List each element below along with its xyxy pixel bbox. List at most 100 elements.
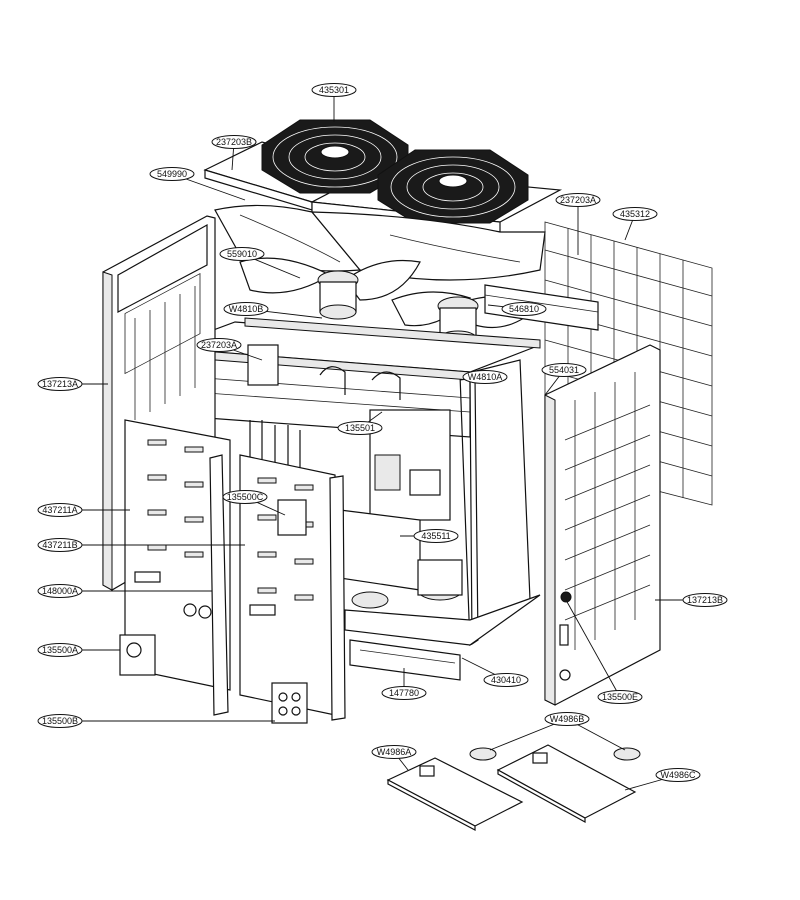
callout-oval bbox=[196, 338, 242, 352]
callout-oval bbox=[544, 712, 590, 726]
callout-label: W4986C bbox=[660, 770, 696, 780]
callout-430410: 430410 bbox=[461, 657, 529, 687]
callout-oval bbox=[462, 370, 508, 384]
callout-label: 437211A bbox=[42, 505, 77, 515]
callout-label: 148000A bbox=[42, 586, 78, 596]
callout-437211a: 437211A bbox=[37, 503, 130, 517]
callout-label: 435312 bbox=[620, 209, 650, 219]
callout-label: 137213B bbox=[687, 595, 723, 605]
callout-oval bbox=[219, 247, 265, 261]
callout-label: 135500C bbox=[227, 492, 264, 502]
callout-label: 430410 bbox=[491, 675, 521, 685]
bottom-plate-left bbox=[386, 757, 524, 831]
callout-435511: 435511 bbox=[400, 529, 459, 543]
callout-137213a: 137213A bbox=[37, 377, 108, 391]
callout-437211b: 437211B bbox=[37, 538, 245, 552]
fan-guard-right bbox=[377, 149, 529, 224]
callout-label: 437211B bbox=[42, 540, 77, 550]
callout-label: W4810A bbox=[468, 372, 503, 382]
leader-line bbox=[565, 599, 621, 698]
callout-label: 237203A bbox=[560, 195, 596, 205]
callout-oval bbox=[37, 584, 83, 598]
callout-oval bbox=[413, 529, 459, 543]
callout-label: 237203A bbox=[201, 340, 237, 350]
callout-oval bbox=[311, 83, 357, 97]
callout-546810: 546810 bbox=[487, 302, 547, 316]
callout-147780: 147780 bbox=[381, 668, 427, 700]
callout-237203a-mid: 237203A bbox=[196, 338, 263, 361]
callout-label: 147780 bbox=[389, 688, 419, 698]
callout-label: 135500E bbox=[602, 692, 638, 702]
callout-oval bbox=[37, 714, 83, 728]
front-panel-left bbox=[124, 419, 231, 691]
rubber-cap-right bbox=[613, 747, 641, 761]
callout-w4986c: W4986C bbox=[624, 768, 701, 791]
right-side-panel bbox=[544, 344, 661, 706]
rubber-cap-left bbox=[469, 747, 497, 761]
callout-oval bbox=[597, 690, 643, 704]
callout-label: 135501 bbox=[345, 423, 375, 433]
callout-oval bbox=[655, 768, 701, 782]
callout-559010: 559010 bbox=[219, 247, 301, 279]
callout-w4986a: W4986A bbox=[371, 745, 417, 771]
center-post bbox=[209, 454, 346, 721]
callout-435301: 435301 bbox=[311, 83, 357, 122]
fan-motor-left bbox=[317, 270, 359, 320]
callout-oval bbox=[222, 490, 268, 504]
callout-oval bbox=[37, 643, 83, 657]
callout-oval bbox=[223, 302, 269, 316]
base-pan bbox=[344, 594, 541, 681]
compressor-assembly bbox=[351, 559, 463, 609]
callout-oval bbox=[555, 193, 601, 207]
control-box bbox=[339, 409, 451, 591]
callout-oval bbox=[501, 302, 547, 316]
callout-549990: 549990 bbox=[149, 167, 246, 201]
callout-label: 559010 bbox=[227, 249, 257, 259]
callout-oval bbox=[211, 135, 257, 149]
callout-237203a-top: 237203A bbox=[555, 193, 601, 255]
callout-label: 135500A bbox=[42, 645, 78, 655]
callout-554031: 554031 bbox=[541, 363, 587, 396]
callout-oval bbox=[381, 686, 427, 700]
callout-label: 237203B bbox=[216, 137, 252, 147]
callout-135501: 135501 bbox=[337, 411, 383, 435]
front-panel-right bbox=[239, 454, 336, 716]
callout-oval bbox=[682, 593, 728, 607]
callout-135500e: 135500E bbox=[565, 599, 643, 704]
callout-label: 546810 bbox=[509, 304, 539, 314]
callout-label: 554031 bbox=[549, 365, 579, 375]
callout-oval bbox=[37, 377, 83, 391]
callout-oval bbox=[541, 363, 587, 377]
callout-oval bbox=[149, 167, 195, 181]
callout-w4986b: W4986B bbox=[489, 712, 626, 751]
callout-label: 135500B bbox=[42, 716, 78, 726]
callout-label: 435511 bbox=[421, 531, 450, 541]
bottom-plate-right bbox=[496, 744, 637, 824]
callout-oval bbox=[37, 538, 83, 552]
callout-435312: 435312 bbox=[612, 207, 658, 241]
callout-oval bbox=[483, 673, 529, 687]
callout-oval bbox=[337, 421, 383, 435]
callout-w4810b: W4810B bbox=[223, 302, 323, 319]
callout-oval bbox=[37, 503, 83, 517]
service-cover-plate-a bbox=[119, 634, 156, 676]
callout-label: W4810B bbox=[229, 304, 264, 314]
callout-148000a: 148000A bbox=[37, 584, 212, 598]
service-cover-plate-b bbox=[271, 682, 308, 724]
callout-w4810a: W4810A bbox=[459, 370, 508, 384]
fan-guard-left bbox=[261, 119, 409, 194]
callout-label: W4986B bbox=[550, 714, 585, 724]
callout-oval bbox=[612, 207, 658, 221]
callout-label: 549990 bbox=[157, 169, 187, 179]
callout-135500a: 135500A bbox=[37, 643, 120, 657]
callout-oval bbox=[371, 745, 417, 759]
callout-label: 137213A bbox=[42, 379, 78, 389]
callout-135500c: 135500C bbox=[222, 490, 286, 516]
part-callouts: 435301 237203B 549990 237203A 435312 559010W4… bbox=[37, 83, 728, 791]
callout-237203b: 237203B bbox=[211, 135, 257, 171]
callout-label: 435301 bbox=[319, 85, 349, 95]
callout-137213b: 137213B bbox=[655, 593, 728, 607]
callout-label: W4986A bbox=[377, 747, 412, 757]
